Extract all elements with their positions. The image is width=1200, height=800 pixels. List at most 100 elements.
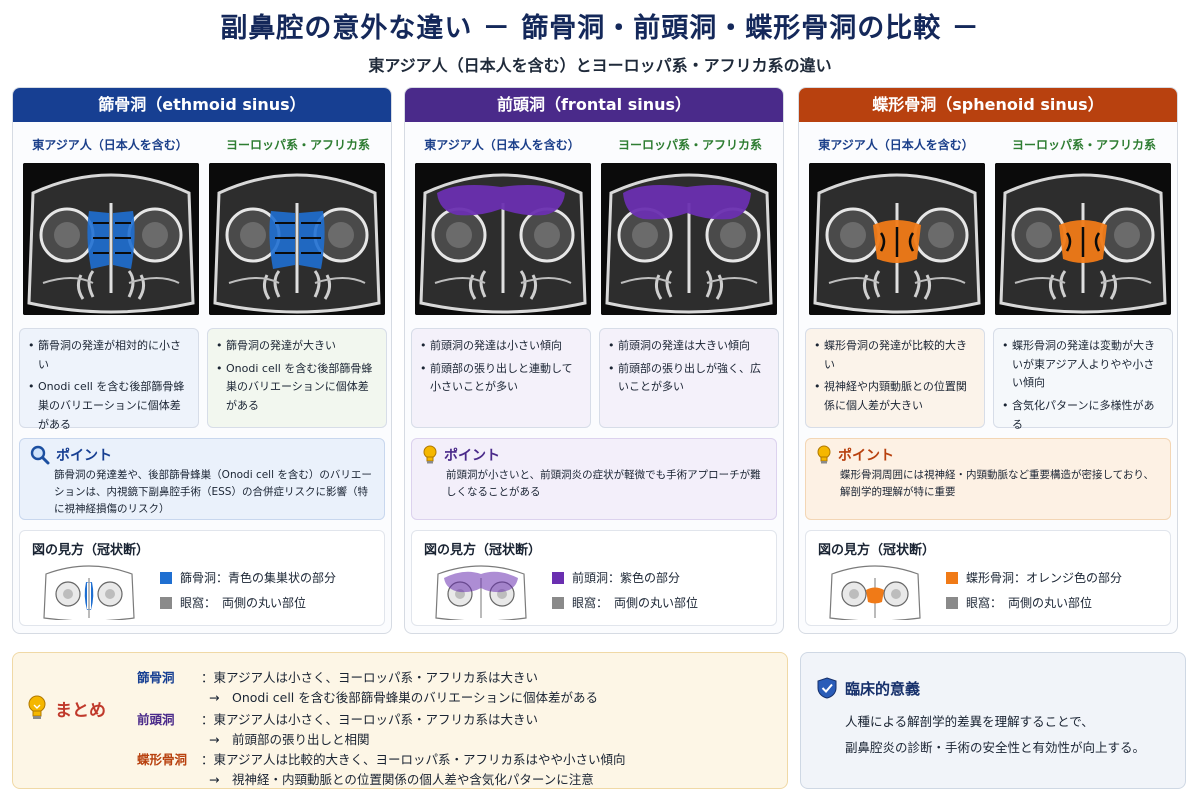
- lightbulb-icon: [817, 445, 831, 464]
- legend-row-sinus: 蝶形骨洞：オレンジ色の部分: [946, 569, 1122, 586]
- bullet-item: 前頭洞の発達は小さい傾向: [420, 337, 582, 356]
- summary-row-line1: ：東アジア人は小さく、ヨーロッパ系・アフリカ系は大きい: [201, 712, 539, 727]
- clinical-line-2: 副鼻腔炎の診断・手術の安全性と有効性が向上する。: [845, 740, 1146, 756]
- group-label-east-asian: 東アジア人（日本人を含む）: [32, 138, 188, 152]
- summary-label-text: まとめ: [55, 700, 106, 721]
- point-title: ポイント: [422, 445, 766, 465]
- legend-title: 図の見方（冠状断）: [32, 543, 150, 558]
- point-box: ポイント 蝶形骨洞周囲には視神経・内頸動脈など重要構造が密接しており、解剖学的理…: [805, 438, 1171, 520]
- bullet-item: 篩骨洞の発達が相対的に小さい: [28, 337, 190, 374]
- summary-row-line2: → Onodi cell を含む後部篩骨蜂巣のバリエーションに個体差がある: [209, 690, 598, 705]
- summary-row-name: 篩骨洞: [137, 670, 175, 685]
- group-label-european-african: ヨーロッパ系・アフリカ系: [225, 138, 370, 152]
- legend-title: 図の見方（冠状断）: [424, 543, 542, 558]
- bullet-item: 前頭部の張り出しが強く、広いことが多い: [608, 360, 770, 397]
- summary-label: まとめ: [27, 695, 106, 721]
- lightbulb-icon: [423, 445, 437, 464]
- legend-swatch-sinus: [946, 571, 958, 584]
- bullet-item: 前頭洞の発達は大きい傾向: [608, 337, 770, 356]
- bullet-item: 視神経や内頸動脈との位置関係に個人差が大きい: [814, 378, 976, 415]
- bullet-item: 前頭部の張り出しと連動して小さいことが多い: [420, 360, 582, 397]
- legend-text-sinus: 蝶形骨洞：オレンジ色の部分: [966, 571, 1123, 585]
- clinical-text: 人種による解剖学的差異を理解することで、 副鼻腔炎の診断・手術の安全性と有効性が…: [845, 709, 1145, 762]
- legend-text-sinus: 前頭洞：紫色の部分: [572, 571, 681, 585]
- magnifier-icon: [30, 445, 50, 465]
- legend-row-orbit: 眼窩： 両側の丸い部位: [946, 594, 1092, 611]
- point-title-text: ポイント: [56, 448, 112, 464]
- bullet-item: 篩骨洞の発達が大きい: [216, 337, 378, 356]
- summary-row-line2: → 前頭部の張り出しと相関: [209, 732, 370, 747]
- bullet-item: Onodi cell を含む後部篩骨蜂巣のバリエーションに個体差がある: [216, 360, 378, 416]
- column-title: 蝶形骨洞（sphenoid sinus）: [799, 88, 1177, 122]
- group-label-european-african: ヨーロッパ系・アフリカ系: [617, 138, 762, 152]
- ct-image-east-asian: [23, 163, 199, 315]
- legend-swatch-sinus: [160, 571, 172, 584]
- column-sphenoid: 蝶形骨洞（sphenoid sinus） 東アジア人（日本人を含む） ヨーロッパ…: [798, 87, 1178, 634]
- bullets-european-african: 前頭洞の発達は大きい傾向前頭部の張り出しが強く、広いことが多い: [599, 328, 779, 428]
- legend-row-orbit: 眼窩： 両側の丸い部位: [160, 594, 306, 611]
- bullets-european-african: 蝶形骨洞の発達は変動が大きいが東アジア人よりやや小さい傾向含気化パターンに多様性…: [993, 328, 1173, 431]
- legend-box: 図の見方（冠状断） 前頭洞：紫色の部分 眼窩： 両側の丸い部位: [411, 530, 777, 626]
- column-title: 前頭洞（frontal sinus）: [405, 88, 783, 122]
- ct-image-east-asian: [809, 163, 985, 315]
- lightbulb-icon: [28, 695, 46, 719]
- group-label-east-asian: 東アジア人（日本人を含む）: [424, 138, 580, 152]
- summary-row: 篩骨洞 ：東アジア人は小さく、ヨーロッパ系・アフリカ系は大きい: [137, 667, 538, 686]
- legend-title: 図の見方（冠状断）: [818, 543, 936, 558]
- group-label-east-asian: 東アジア人（日本人を含む）: [818, 138, 974, 152]
- summary-row: 前頭洞 ：東アジア人は小さく、ヨーロッパ系・アフリカ系は大きい: [137, 709, 538, 728]
- legend-swatch-orbit: [946, 596, 958, 609]
- summary-row-line2: → 視神経・内頸動脈との位置関係の個人差や含気化パターンに注意: [209, 772, 594, 787]
- summary-row-line1: ：東アジア人は小さく、ヨーロッパ系・アフリカ系は大きい: [201, 670, 539, 685]
- point-box: ポイント 篩骨洞の発達差や、後部篩骨蜂巣（Onodi cell を含む）のバリエ…: [19, 438, 385, 520]
- clinical-title: 臨床的意義: [817, 677, 920, 699]
- summary-box: まとめ 篩骨洞 ：東アジア人は小さく、ヨーロッパ系・アフリカ系は大きい → On…: [12, 652, 788, 789]
- legend-text-sinus: 篩骨洞：青色の集巣状の部分: [180, 571, 337, 585]
- point-box: ポイント 前頭洞が小さいと、前頭洞炎の症状が軽微でも手術アプローチが難しくなるこ…: [411, 438, 777, 520]
- legend-text-orbit: 眼窩： 両側の丸い部位: [180, 596, 307, 610]
- bullets-european-african: 篩骨洞の発達が大きい Onodi cell を含む後部篩骨蜂巣のバリエーションに個…: [207, 328, 387, 428]
- summary-row: 蝶形骨洞 ：東アジア人は比較的大きく、ヨーロッパ系・アフリカ系はやや小さい傾向: [137, 749, 626, 768]
- legend-swatch-orbit: [160, 596, 172, 609]
- bullets-east-asian: 篩骨洞の発達が相対的に小さい Onodi cell を含む後部篩骨蜂巣のバリエーシ…: [19, 328, 199, 431]
- ct-image-east-asian: [415, 163, 591, 315]
- page-title: 副鼻腔の意外な違い － 篩骨洞・前頭洞・蝶形骨洞の比較 －: [220, 13, 980, 44]
- legend-diagram: [434, 564, 528, 622]
- point-title: ポイント: [816, 445, 1160, 465]
- summary-row-name: 蝶形骨洞: [137, 752, 188, 767]
- legend-text-orbit: 眼窩： 両側の丸い部位: [572, 596, 699, 610]
- group-label-european-african: ヨーロッパ系・アフリカ系: [1011, 138, 1156, 152]
- legend-text-orbit: 眼窩： 両側の丸い部位: [966, 596, 1093, 610]
- column-ethmoid: 篩骨洞（ethmoid sinus） 東アジア人（日本人を含む） ヨーロッパ系・…: [12, 87, 392, 634]
- clinical-title-text: 臨床的意義: [845, 679, 921, 698]
- point-title: ポイント: [30, 445, 374, 465]
- summary-row-name: 前頭洞: [137, 712, 175, 727]
- bullets-east-asian: 前頭洞の発達は小さい傾向前頭部の張り出しと連動して小さいことが多い: [411, 328, 591, 428]
- legend-diagram: [42, 564, 136, 622]
- bullets-east-asian: 蝶形骨洞の発達が比較的大きい視神経や内頸動脈との位置関係に個人差が大きい: [805, 328, 985, 428]
- legend-box: 図の見方（冠状断） 蝶形骨洞：オレンジ色の部分 眼窩： 両側の丸い部位: [805, 530, 1171, 626]
- column-title: 篩骨洞（ethmoid sinus）: [13, 88, 391, 122]
- point-text: 前頭洞が小さいと、前頭洞炎の症状が軽微でも手術アプローチが難しくなることがある: [446, 469, 761, 498]
- column-frontal: 前頭洞（frontal sinus） 東アジア人（日本人を含む） ヨーロッパ系・…: [404, 87, 784, 634]
- bullet-item: 蝶形骨洞の発達が比較的大きい: [814, 337, 976, 374]
- legend-row-orbit: 眼窩： 両側の丸い部位: [552, 594, 698, 611]
- legend-swatch-sinus: [552, 571, 564, 584]
- summary-row-line1: ：東アジア人は比較的大きく、ヨーロッパ系・アフリカ系はやや小さい傾向: [201, 752, 626, 767]
- bullet-item: 含気化パターンに多様性がある: [1002, 397, 1164, 434]
- shield-icon: [817, 677, 837, 699]
- ct-image-european-african: [209, 163, 385, 315]
- point-text: 篩骨洞の発達差や、後部篩骨蜂巣（Onodi cell を含む）のバリエーションは…: [54, 469, 372, 515]
- ct-image-european-african: [995, 163, 1171, 315]
- legend-box: 図の見方（冠状断） 篩骨洞：青色の集巣状の部分 眼窩： 両側の丸い部位: [19, 530, 385, 626]
- page-subtitle: 東アジア人（日本人を含む）とヨーロッパ系・アフリカ系の違い: [368, 56, 832, 75]
- bullet-item: Onodi cell を含む後部篩骨蜂巣のバリエーションに個体差がある: [28, 378, 190, 434]
- legend-swatch-orbit: [552, 596, 564, 609]
- ct-image-european-african: [601, 163, 777, 315]
- point-title-text: ポイント: [444, 448, 500, 464]
- legend-row-sinus: 前頭洞：紫色の部分: [552, 569, 680, 586]
- clinical-box: 臨床的意義 人種による解剖学的差異を理解することで、 副鼻腔炎の診断・手術の安全…: [800, 652, 1186, 789]
- bullet-item: 蝶形骨洞の発達は変動が大きいが東アジア人よりやや小さい傾向: [1002, 337, 1164, 393]
- point-title-text: ポイント: [838, 448, 894, 464]
- legend-row-sinus: 篩骨洞：青色の集巣状の部分: [160, 569, 336, 586]
